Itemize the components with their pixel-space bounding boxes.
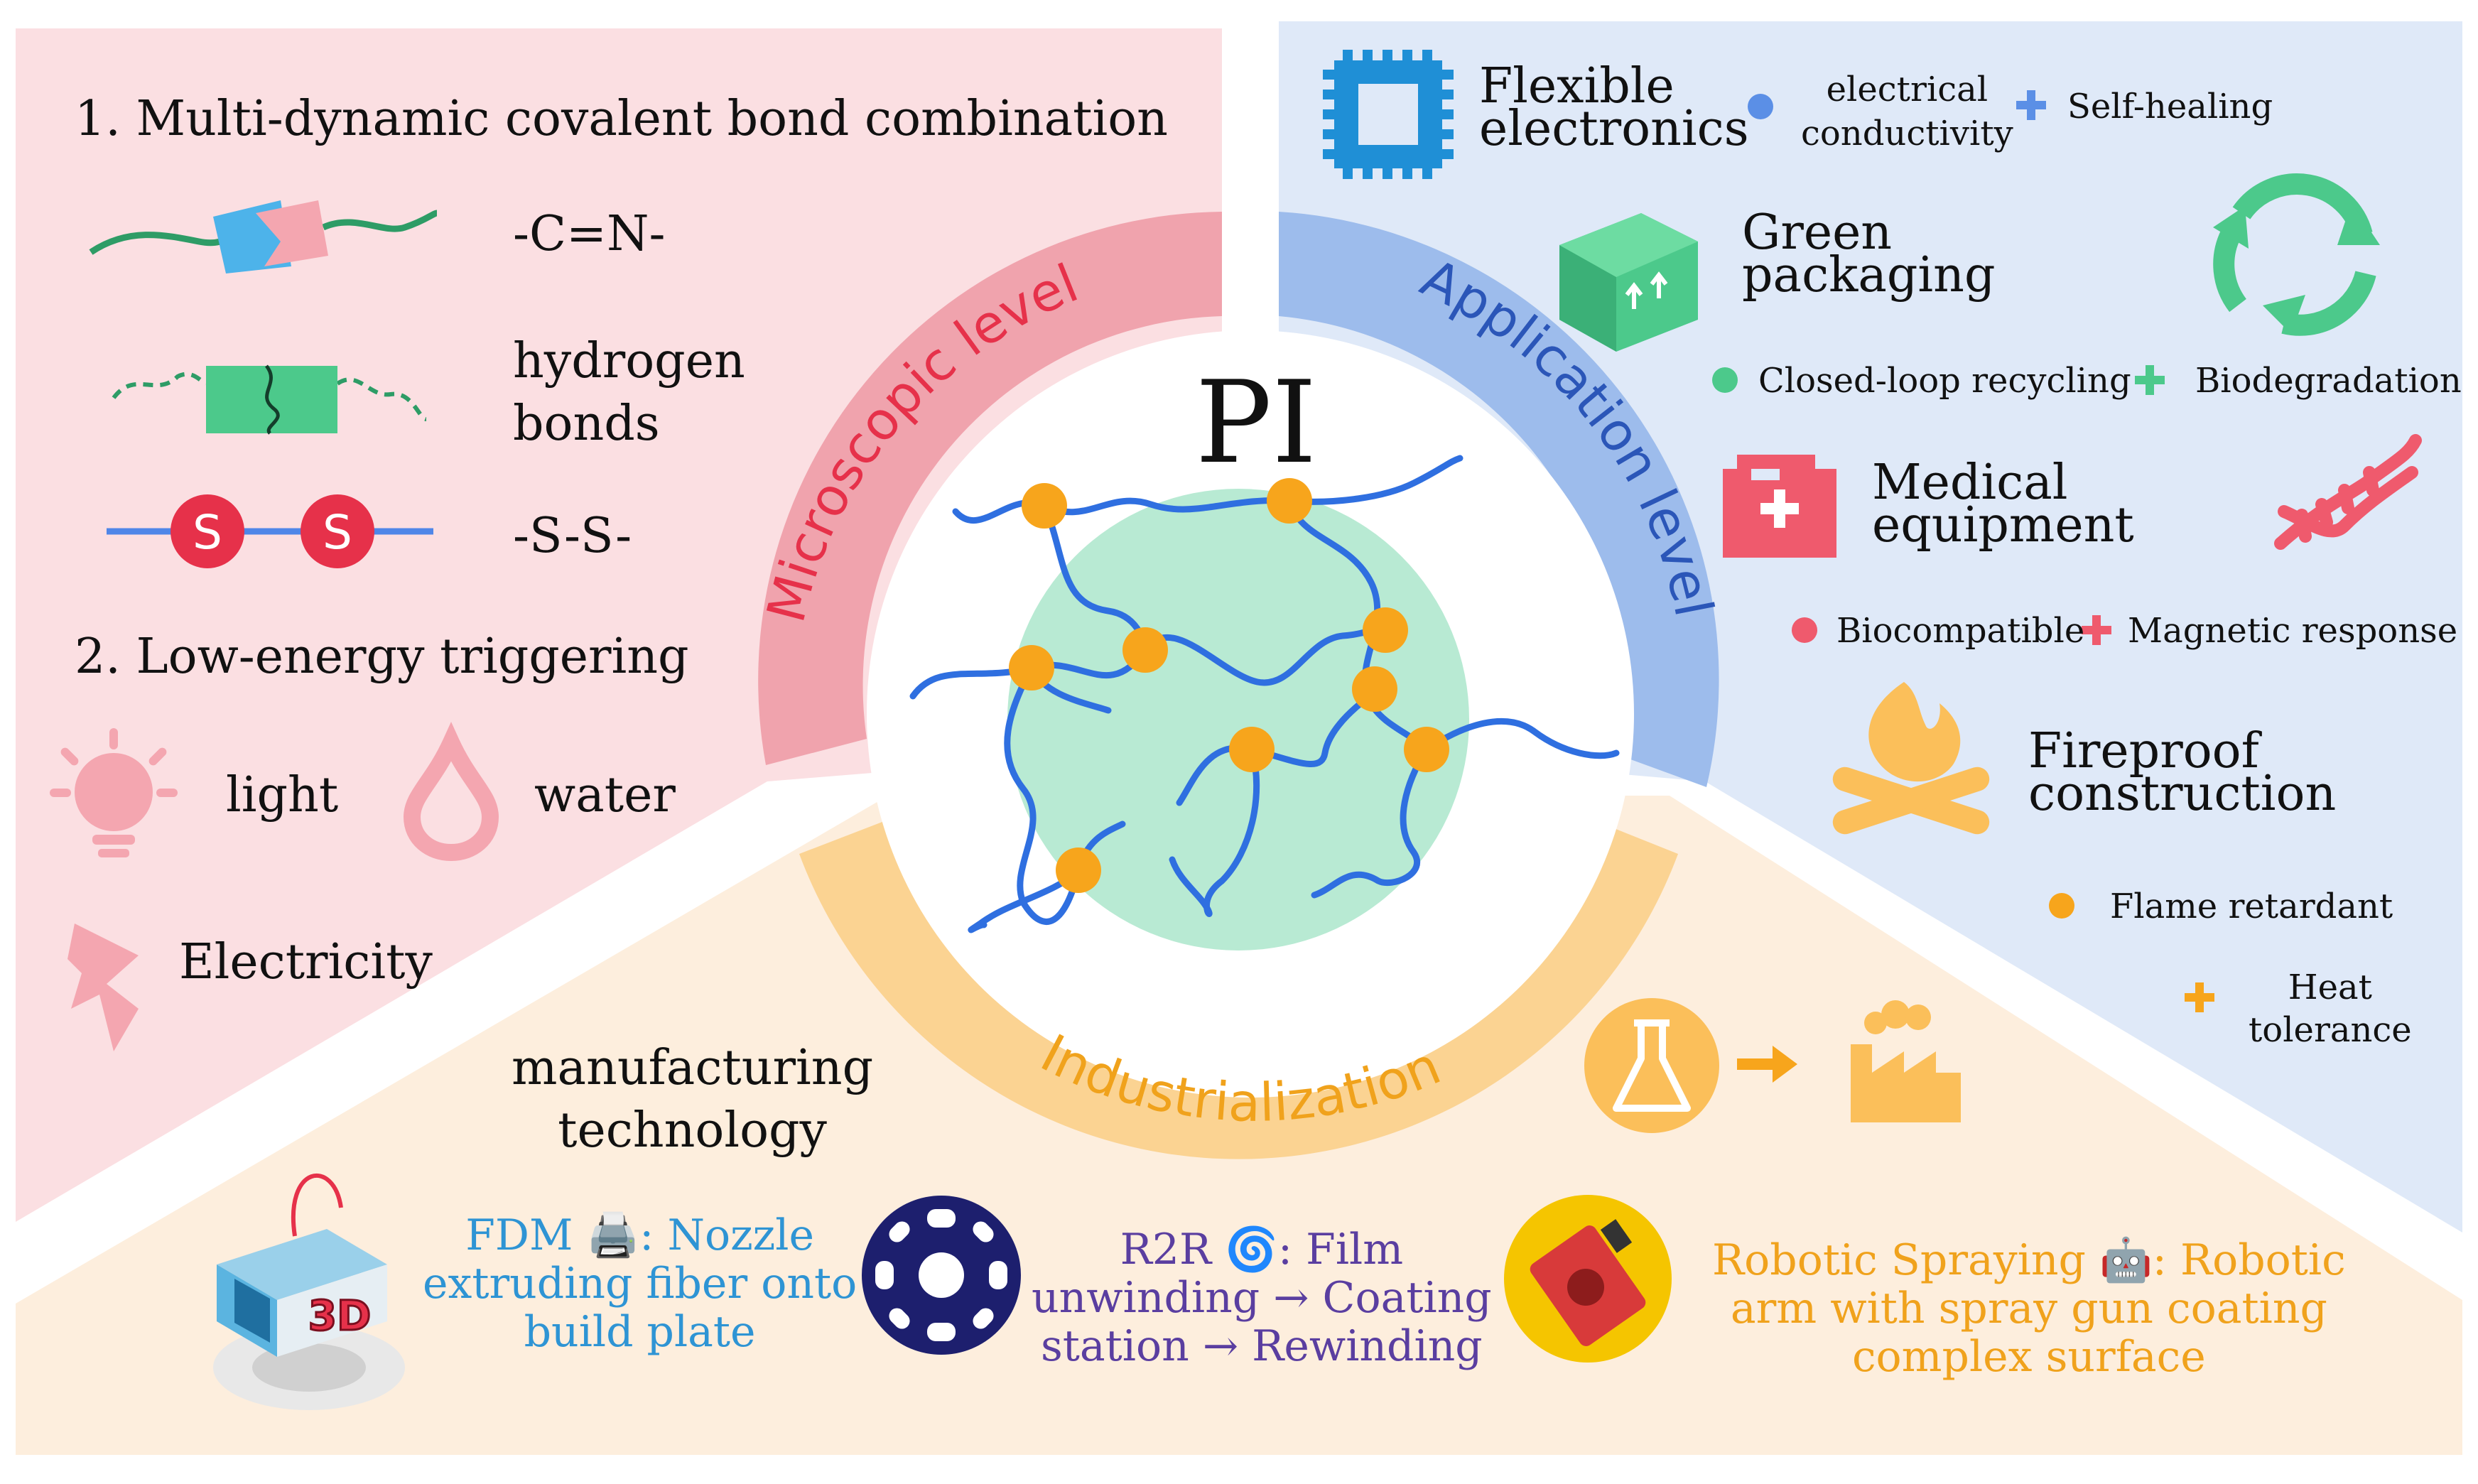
fdm-description: FDM 🖨️: Nozzle extruding fiber onto buil… — [423, 1211, 857, 1357]
lab-to-factory-icon — [1584, 998, 1961, 1133]
bullet-plus — [2016, 90, 2046, 120]
app-prop-biocompatible: Biocompatible — [1836, 611, 2085, 651]
package-box-icon — [1559, 213, 1698, 352]
microscopic-ring — [758, 212, 1222, 765]
bullet-circle — [1748, 94, 1773, 119]
crosslink-nodes — [1009, 478, 1449, 893]
svg-text:S: S — [193, 505, 222, 560]
medical-kit-icon — [1723, 455, 1836, 558]
app-prop-recycling: Closed-loop recycling — [1758, 361, 2131, 401]
micro-heading-bonds: 1. Multi-dynamic covalent bond combinati… — [75, 91, 1168, 147]
bullet-plus — [2082, 615, 2111, 645]
trigger-label-light: light — [226, 767, 339, 823]
app-prop-heat: Heat tolerance — [2249, 968, 2412, 1050]
trigger-label-electricity: Electricity — [179, 934, 433, 990]
svg-text:3D: 3D — [308, 1291, 372, 1340]
spray-can-icon — [1504, 1195, 1672, 1363]
industry-heading: manufacturing technology — [512, 1040, 874, 1159]
app-title-fireproof: Fireproof construction — [2028, 723, 2337, 822]
printer-3d-icon: 3D — [213, 1173, 405, 1410]
hydrogen-bond-icon — [112, 364, 428, 435]
trigger-label-water: water — [534, 767, 676, 823]
pi-title: PI — [1196, 356, 1317, 489]
campfire-icon — [1832, 682, 1990, 835]
svg-text:S: S — [323, 505, 352, 560]
disulfide-bond-icon: S S — [107, 494, 433, 568]
bullet-plus — [2135, 365, 2165, 395]
app-prop-biodegradation: Biodegradation — [2195, 361, 2462, 401]
robotic-description: Robotic Spraying 🤖: Robotic arm with spr… — [1712, 1235, 2346, 1382]
imine-bond-icon — [89, 200, 438, 273]
water-drop-icon — [403, 722, 499, 862]
application-ring — [1279, 212, 1719, 787]
industrialization-ring — [799, 817, 1678, 1159]
app-prop-conductivity: electrical conductivity — [1801, 70, 2013, 153]
bond-label-imine: -C=N- — [513, 206, 666, 262]
app-prop-magnetic: Magnetic response — [2128, 611, 2458, 651]
app-title-green: Green packaging — [1742, 205, 1996, 303]
app-title-flexible: Flexible electronics — [1479, 58, 1749, 157]
app-prop-selfhealing: Self-healing — [2067, 87, 2273, 126]
bullet-circle — [1792, 617, 1817, 643]
film-reel-icon — [862, 1196, 1021, 1355]
bond-label-hydrogen: hydrogen bonds — [513, 333, 745, 452]
bullet-plus — [2185, 982, 2214, 1012]
app-title-medical: Medical equipment — [1872, 455, 2134, 553]
lightbulb-icon — [50, 728, 178, 857]
app-prop-flame: Flame retardant — [2110, 887, 2393, 926]
recycle-arrows — [2213, 202, 2380, 334]
bullet-circle — [1712, 367, 1738, 393]
polymer-sphere — [1007, 489, 1469, 950]
r2r-description: R2R 🌀: Film unwinding → Coating station … — [1032, 1225, 1492, 1371]
lightning-bolt-icon — [67, 924, 139, 1051]
bond-label-disulfide: -S-S- — [513, 508, 632, 564]
dna-icon — [2274, 434, 2422, 550]
bullet-circle — [2049, 893, 2074, 919]
micro-heading-triggers: 2. Low-energy triggering — [75, 629, 689, 685]
chip-icon — [1323, 50, 1454, 179]
